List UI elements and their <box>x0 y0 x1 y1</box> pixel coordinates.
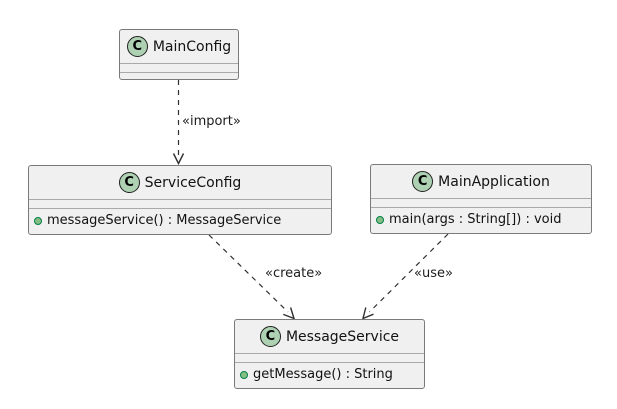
class-title: ServiceConfig <box>144 174 242 191</box>
method-label: main(args : String[]) : void <box>389 212 562 227</box>
stereotype-letter: C <box>132 39 143 54</box>
stereotype-letter: C <box>124 175 134 190</box>
methods-compartment <box>120 72 238 81</box>
fields-compartment <box>29 199 331 208</box>
class-message-service-header: C MessageService <box>235 320 424 353</box>
class-stereotype-icon: C <box>412 171 434 192</box>
class-main-application: C MainApplication main(args : String[]) … <box>370 164 592 234</box>
class-main-application-header: C MainApplication <box>371 165 591 198</box>
class-stereotype-icon: C <box>259 326 281 347</box>
public-visibility-icon <box>376 215 384 224</box>
method-label: getMessage() : String <box>253 367 393 382</box>
class-title: MessageService <box>285 328 400 345</box>
fields-compartment <box>371 198 591 207</box>
class-title: MainApplication <box>438 173 550 190</box>
fields-compartment <box>120 63 238 72</box>
class-main-config: C MainConfig <box>119 29 239 80</box>
methods-compartment: main(args : String[]) : void <box>371 207 591 231</box>
arrowhead-import <box>172 153 185 166</box>
arrowhead-create <box>283 307 296 320</box>
stereotype-letter: C <box>265 329 276 344</box>
methods-compartment: messageService() : MessageService <box>29 208 331 232</box>
class-message-service: C MessageService getMessage() : String <box>234 319 425 389</box>
edge-label-create: «create» <box>265 266 323 281</box>
class-stereotype-icon: C <box>118 172 140 193</box>
methods-compartment: getMessage() : String <box>235 362 424 386</box>
class-service-config-header: C ServiceConfig <box>29 166 331 199</box>
fields-compartment <box>235 353 424 362</box>
stereotype-letter: C <box>417 174 428 189</box>
class-service-config: C ServiceConfig messageService() : Messa… <box>28 165 332 235</box>
class-stereotype-icon: C <box>126 36 148 57</box>
edge-label-use: «use» <box>414 266 453 281</box>
class-main-config-header: C MainConfig <box>120 30 238 63</box>
arrowhead-use <box>361 307 374 320</box>
class-title: MainConfig <box>152 38 232 55</box>
public-visibility-icon <box>34 216 42 225</box>
public-visibility-icon <box>240 370 248 379</box>
edge-label-import: «import» <box>182 114 241 129</box>
method-label: messageService() : MessageService <box>47 213 282 228</box>
